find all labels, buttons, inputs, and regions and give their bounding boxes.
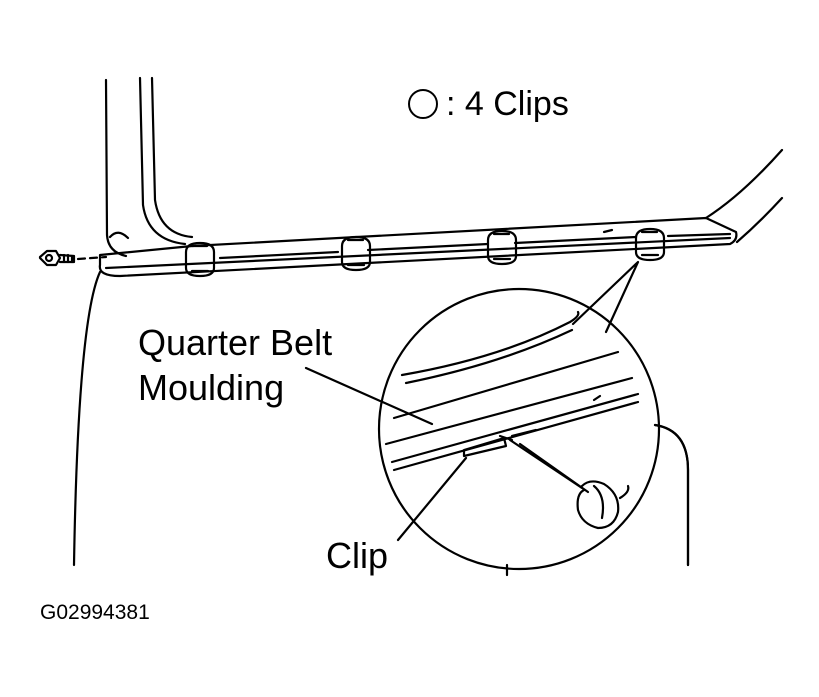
legend-text: : 4 Clips xyxy=(446,84,569,123)
screwdriver-icon xyxy=(498,434,630,530)
detail-view xyxy=(384,310,640,472)
label-quarter-belt-moulding-line2: Moulding xyxy=(138,367,285,408)
label-clip: Clip xyxy=(326,535,389,576)
clip-marker xyxy=(486,229,518,266)
door-pillar xyxy=(104,76,194,258)
legend: : 4 Clips xyxy=(408,84,569,124)
clip-marker xyxy=(340,235,372,272)
clip-marker xyxy=(634,227,666,262)
leader-lines xyxy=(304,366,468,542)
label-quarter-belt-moulding-line1: Quarter Belt xyxy=(138,322,333,363)
figure-id: G02994381 xyxy=(40,601,150,624)
circle-icon xyxy=(408,89,438,119)
body-panel xyxy=(72,148,784,577)
detail-magnifier xyxy=(377,260,661,571)
screw-icon xyxy=(38,249,108,267)
clip-marker xyxy=(184,241,216,278)
quarter-belt-moulding xyxy=(98,216,738,278)
